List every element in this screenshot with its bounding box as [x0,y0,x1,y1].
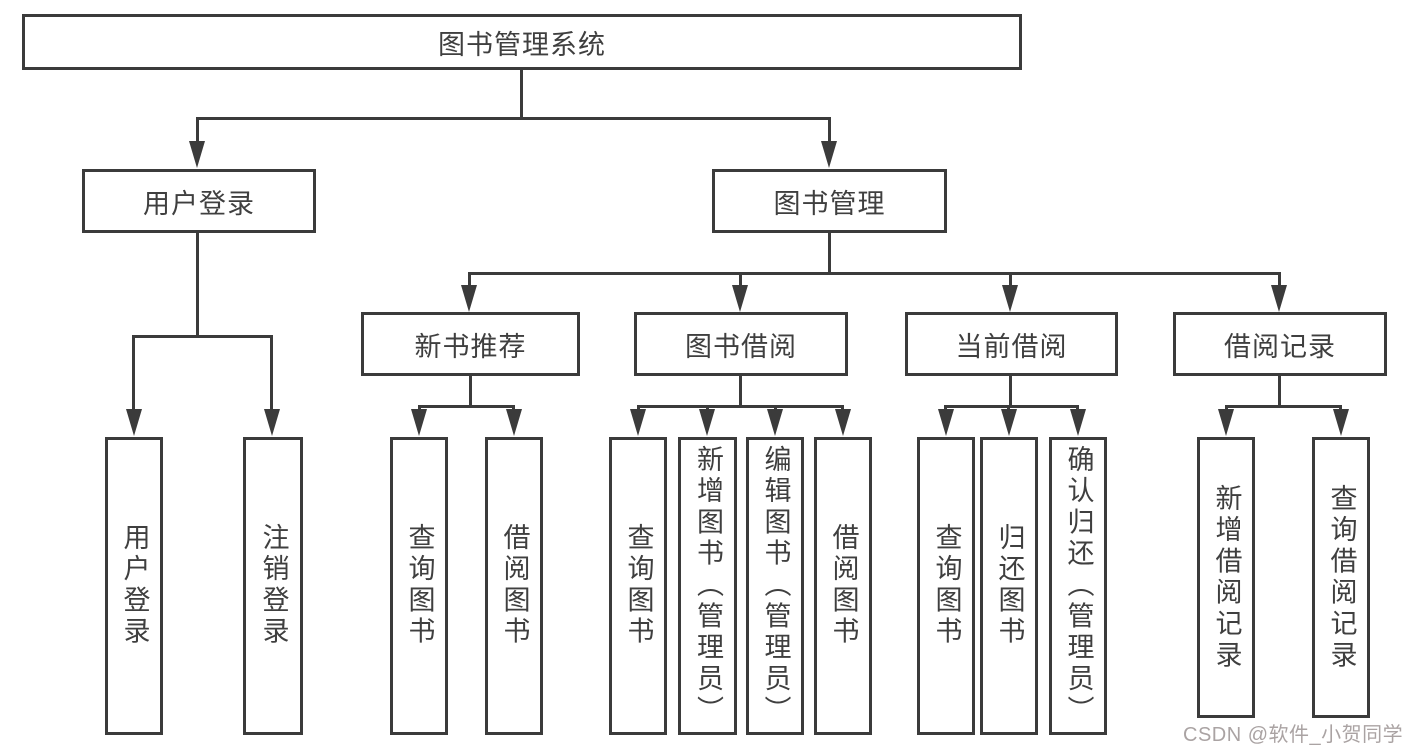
arrowhead-down [1070,409,1086,436]
connector-line [1007,405,1010,411]
csdn-watermark: CSDN @软件_小贺同学 [1183,724,1404,746]
connector-line [944,405,947,411]
arrowhead-down [767,409,783,436]
leaf-current-confirm-return-admin: 确认归还（管理员） [1049,437,1107,735]
leaf-borrowing-borrow-books: 借阅图书 [814,437,872,735]
connector-line [1009,272,1012,286]
arrowhead-down [699,409,715,436]
arrowhead-down [1218,409,1234,436]
leaf-logout: 注销登录 [243,437,303,735]
arrowhead-down [1271,285,1287,312]
arrowhead-down [938,409,954,436]
node-new-book-recommend: 新书推荐 [361,312,580,376]
connector-line [1339,405,1342,411]
arrowhead-down [264,409,280,436]
connector-line [739,376,742,405]
connector-line [132,335,135,410]
connector-line [637,405,640,411]
connector-line [828,117,831,142]
connector-line [512,405,515,411]
connector-line [1278,272,1281,286]
arrowhead-down [630,409,646,436]
leaf-borrowing-query-books: 查询图书 [609,437,667,735]
connector-line [468,272,471,286]
arrowhead-down [835,409,851,436]
arrowhead-down [461,285,477,312]
connector-line [637,405,844,408]
node-borrow-records: 借阅记录 [1173,312,1387,376]
leaf-current-query-books: 查询图书 [917,437,975,735]
node-book-borrowing: 图书借阅 [634,312,848,376]
connector-line [196,117,199,142]
connector-line [197,117,831,120]
leaf-borrowing-add-books-admin: 新增图书（管理员） [678,437,737,735]
connector-line [841,405,844,411]
arrowhead-down [1333,409,1349,436]
leaf-borrowing-edit-books-admin: 编辑图书（管理员） [746,437,804,735]
node-current-borrowing: 当前借阅 [905,312,1118,376]
arrowhead-down [1002,285,1018,312]
arrowhead-down [506,409,522,436]
arrowhead-down [732,285,748,312]
connector-line [469,376,472,405]
connector-line [739,272,742,286]
connector-line [1225,405,1342,408]
connector-line [196,233,199,335]
leaf-current-return-books: 归还图书 [980,437,1038,735]
connector-line [520,70,523,117]
node-book-management: 图书管理 [712,169,947,233]
connector-line [1009,376,1012,405]
leaf-user-login: 用户登录 [105,437,163,735]
node-user-login: 用户登录 [82,169,316,233]
connector-line [469,272,1281,275]
arrowhead-down [411,409,427,436]
leaf-newbook-borrow-books: 借阅图书 [485,437,543,735]
connector-line [944,405,1079,408]
leaf-newbook-query-books: 查询图书 [390,437,448,735]
node-library-management-system: 图书管理系统 [22,14,1022,70]
connector-line [1225,405,1228,411]
connector-line [1076,405,1079,411]
arrowhead-down [1001,409,1017,436]
connector-line [774,405,777,411]
connector-line [706,405,709,411]
arrowhead-down [126,409,142,436]
leaf-records-query-borrow-record: 查询借阅记录 [1312,437,1370,718]
connector-line [1278,376,1281,405]
connector-line [418,405,421,411]
connector-line [418,405,515,408]
arrowhead-down [821,141,837,168]
connector-line [270,335,273,410]
connector-line [828,233,831,272]
leaf-records-add-borrow-record: 新增借阅记录 [1197,437,1255,718]
connector-line [132,335,273,338]
arrowhead-down [189,141,205,168]
